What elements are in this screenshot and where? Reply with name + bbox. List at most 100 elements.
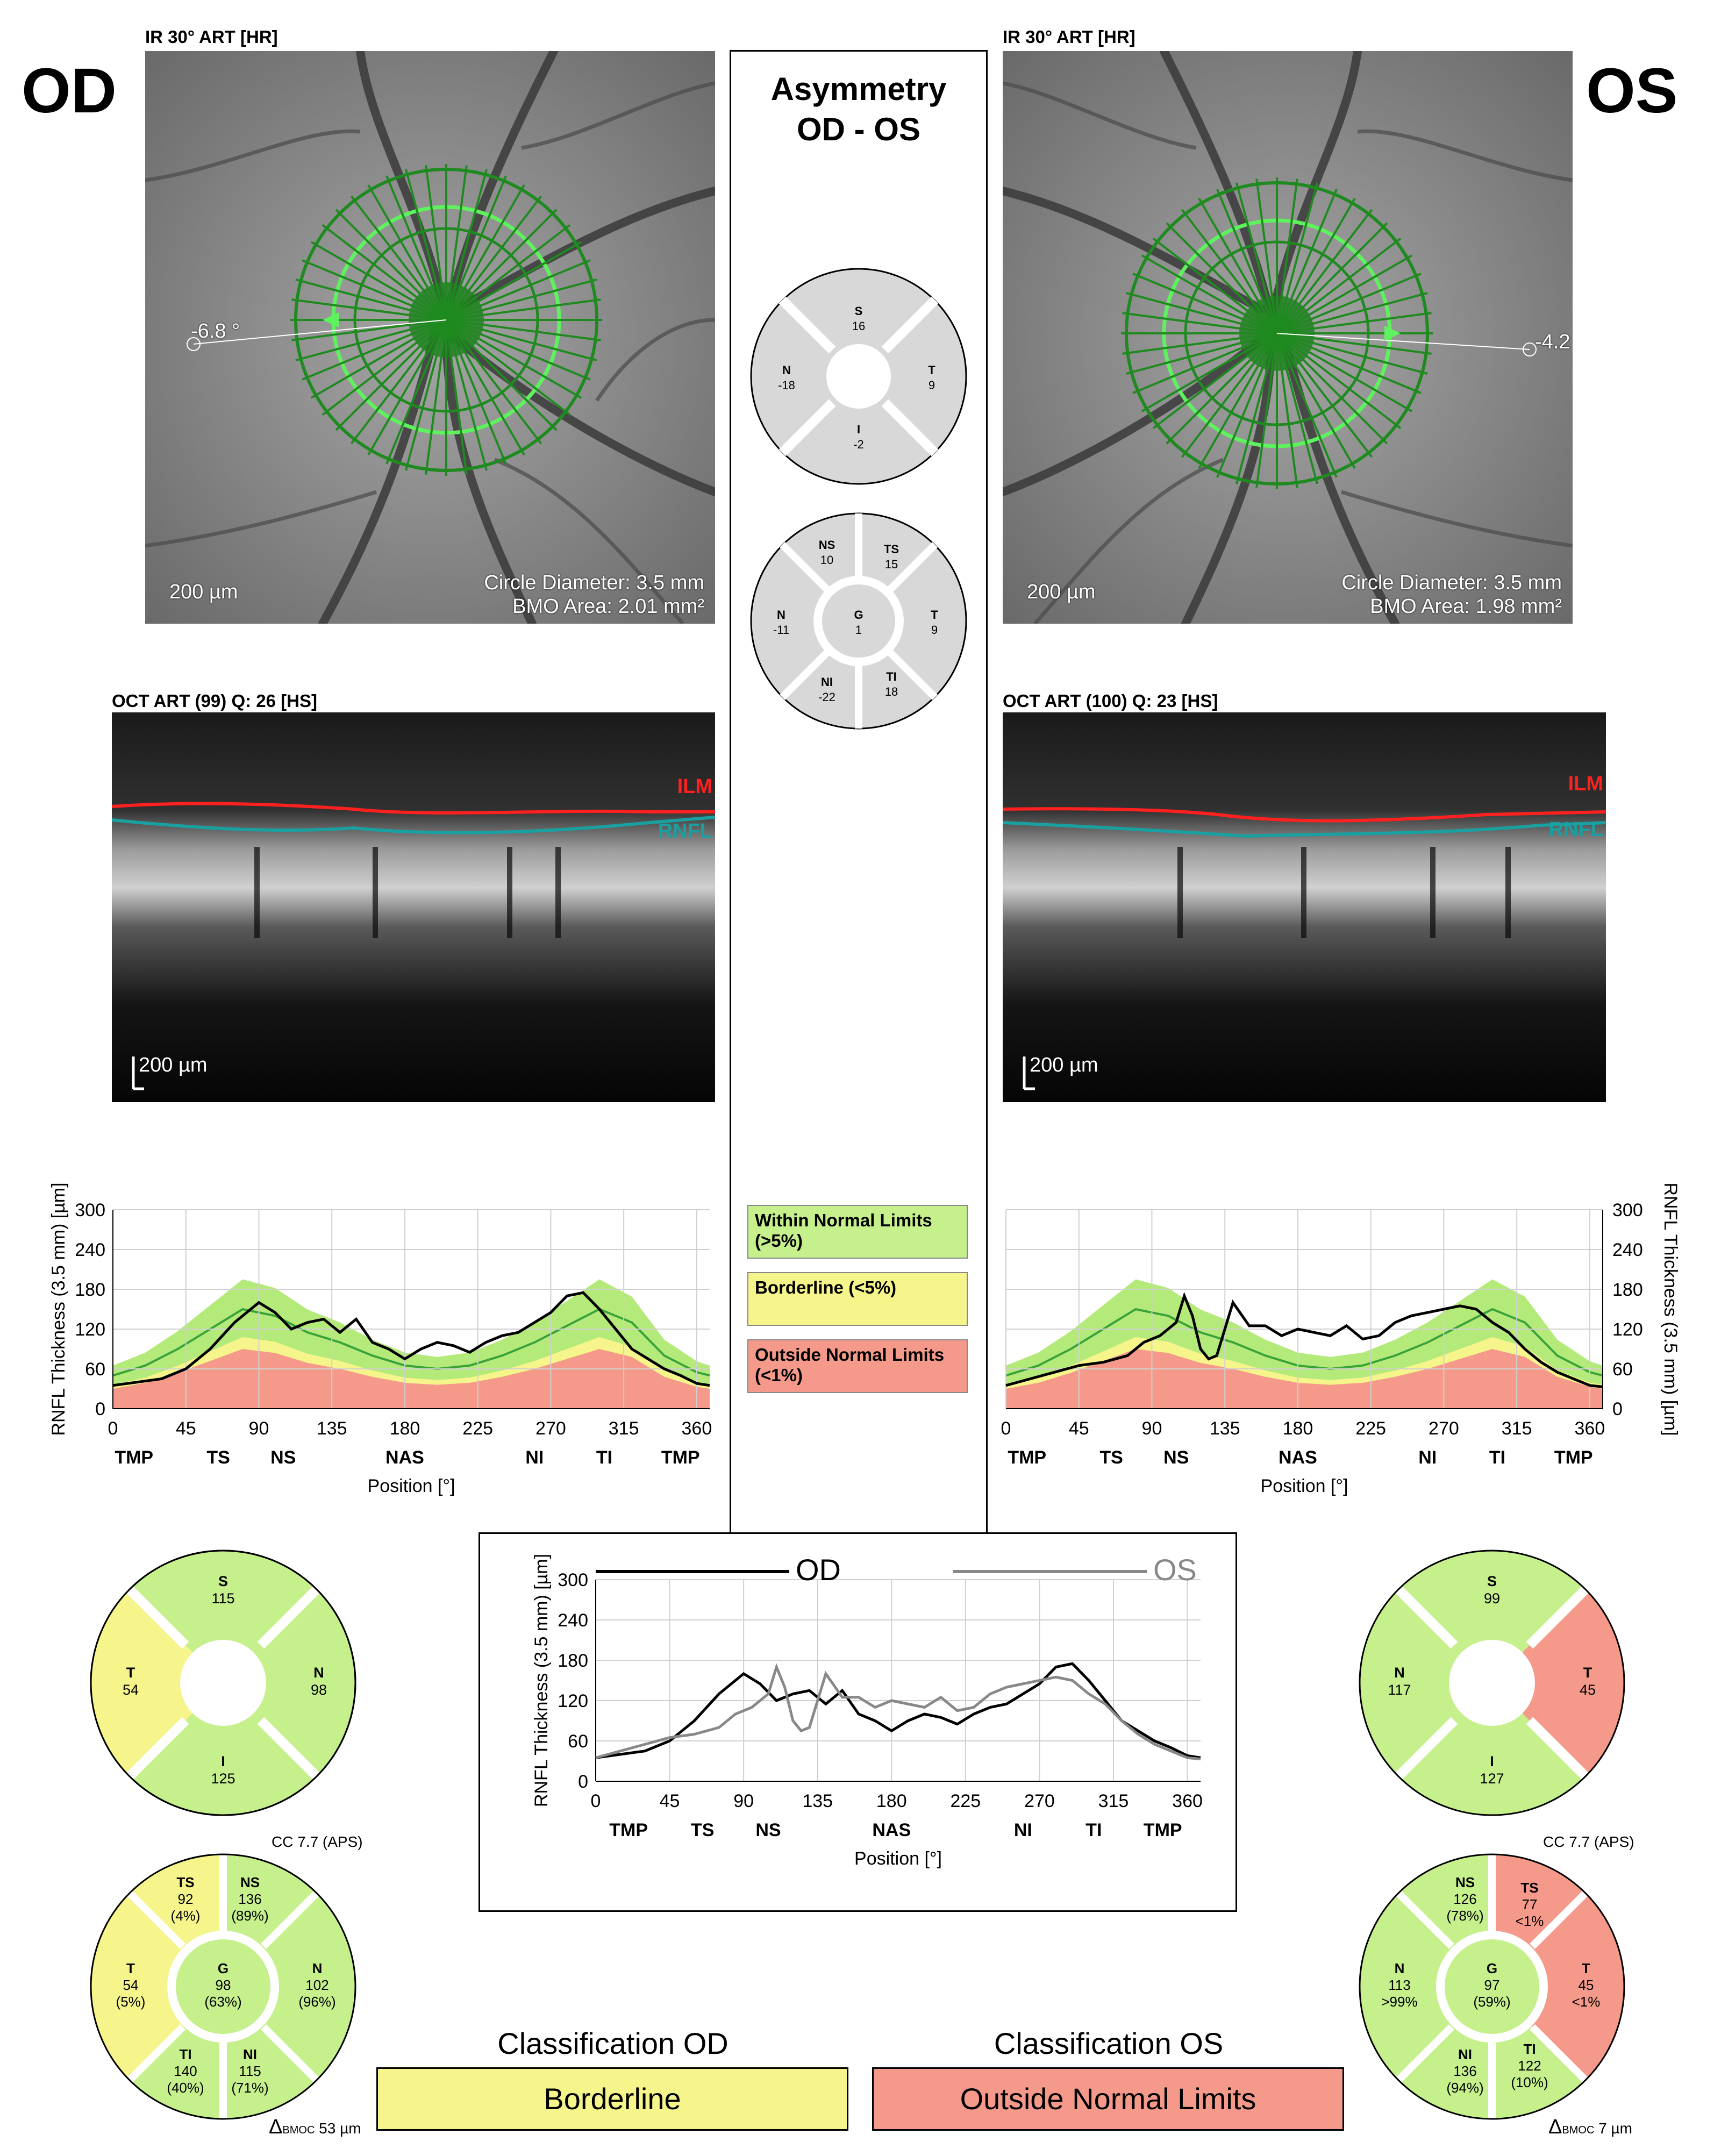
scan-radial-line xyxy=(1126,292,1277,334)
od-oct-graphic xyxy=(112,712,715,1102)
series-line-os xyxy=(595,1663,1201,1761)
od-oct-scale: 200 µm xyxy=(139,1054,208,1076)
series-line-rnfl xyxy=(1005,1291,1603,1388)
asym6-n-val: -11 xyxy=(773,623,789,637)
y-tick-label: 180 xyxy=(1612,1280,1643,1300)
asymmetry-sector6-chart[interactable]: NS 10 TS 15 N -11 G 1 T 9 NI -22 TI 18 xyxy=(749,511,968,731)
scan-radial-line xyxy=(425,319,447,475)
os-sector6-chart[interactable]: NS 126 (78%) TS 77 <1% N 113 >99% G 97 (… xyxy=(1358,1852,1626,2121)
scan-radial-line xyxy=(385,319,447,465)
scan-radial-line xyxy=(1132,273,1277,334)
x-tick-label: 270 xyxy=(1429,1418,1459,1439)
sector-label-ns: NS xyxy=(270,1447,296,1468)
scan-radial-line xyxy=(1122,332,1277,355)
scan-radial-line xyxy=(445,184,525,320)
x-axis-label: Position [°] xyxy=(854,1848,942,1869)
os-oct-scan[interactable]: ILM RNFL 200 µm xyxy=(1003,712,1606,1102)
od-sector4-chart[interactable]: S 115 T 54 N 98 I 125 xyxy=(89,1548,358,1817)
x-tick-label: 360 xyxy=(1575,1418,1605,1439)
os-s-code: S xyxy=(1487,1573,1497,1589)
asym-t-val: 9 xyxy=(929,379,935,392)
x-tick-label: 135 xyxy=(317,1418,347,1439)
od-oct-caption: OCT ART (99) Q: 26 [HS] xyxy=(112,691,317,711)
od6-t-val: 54 xyxy=(123,1977,139,1993)
scan-radial-line xyxy=(1276,182,1318,334)
scan-radial-line xyxy=(302,319,447,381)
asym6-g-val: 1 xyxy=(855,623,862,637)
scan-radial-line xyxy=(445,241,582,321)
od-oct-scan[interactable]: ILM RNFL 200 µm xyxy=(112,712,715,1102)
sector-label-ts: TS xyxy=(1099,1447,1123,1468)
od-fundus-image[interactable]: -6.8 ° 200 µm Circle Diameter: 3.5 mm BM… xyxy=(145,51,715,624)
sector-label-ni: NI xyxy=(525,1447,544,1468)
scan-radial-line xyxy=(1276,237,1402,334)
scan-radial-line xyxy=(295,319,447,361)
fovea-axis-line xyxy=(1276,333,1530,350)
od-t-code: T xyxy=(126,1665,135,1681)
y-tick-label: 120 xyxy=(75,1319,105,1340)
scan-radial-line xyxy=(1216,189,1278,334)
scan-radial-line xyxy=(1141,332,1277,412)
scan-radial-line xyxy=(1276,332,1402,430)
y-tick-label: 0 xyxy=(1612,1399,1623,1419)
os-sector4-chart[interactable]: S 99 N 117 T 45 I 127 xyxy=(1358,1548,1626,1817)
scan-radial-line xyxy=(1166,332,1278,445)
asymmetry-sector4-chart[interactable]: S 16 N -18 T 9 I -2 xyxy=(749,267,968,486)
od6-n-code: N xyxy=(312,1960,323,1976)
os-ir-caption: IR 30° ART [HR] xyxy=(1003,27,1135,47)
x-axis-label: Position [°] xyxy=(1261,1476,1348,1496)
x-tick-label: 225 xyxy=(462,1418,493,1439)
os6-ts-code: TS xyxy=(1520,1880,1538,1896)
scan-radial-line xyxy=(445,319,488,471)
scan-radial-line xyxy=(446,298,601,321)
os-i-val: 127 xyxy=(1480,1771,1504,1787)
scan-radial-line xyxy=(335,319,447,431)
os6-t-code: T xyxy=(1582,1960,1590,1976)
scan-radial-line xyxy=(310,241,447,321)
od6-ns-code: NS xyxy=(240,1874,260,1890)
scan-radial-line xyxy=(405,319,447,471)
scan-radial-line xyxy=(310,319,447,399)
x-tick-label: 315 xyxy=(1098,1791,1129,1811)
os6-ns-pct: (78%) xyxy=(1446,1908,1483,1924)
od-fundus-graphic xyxy=(145,51,715,624)
os-fundus-image[interactable]: -4.2 200 µm Circle Diameter: 3.5 mm BMO … xyxy=(1003,51,1573,624)
fovea-marker xyxy=(1523,342,1537,356)
os6-t-val: 45 xyxy=(1579,1977,1594,1993)
sector-label-ts: TS xyxy=(691,1820,714,1840)
scan-radial-line xyxy=(1276,179,1298,334)
od6-t-pct: (5%) xyxy=(116,1994,146,2010)
asym-t-code: T xyxy=(928,363,935,377)
outside-normal-band xyxy=(1006,1349,1603,1409)
scan-radial-line xyxy=(335,209,447,321)
classification-os-title: Classification OS xyxy=(994,2026,1224,2060)
od-sector6-chart[interactable]: TS 92 (4%) NS 136 (89%) T 54 (5%) G 98 (… xyxy=(89,1852,358,2121)
scan-radial-line xyxy=(1276,273,1422,334)
scan-radial-line xyxy=(445,319,558,431)
od6-ni-pct: (71%) xyxy=(231,2080,268,2096)
asym6-ti-code: TI xyxy=(886,670,897,683)
x-axis-label: Position [°] xyxy=(368,1476,455,1496)
y-tick-label: 300 xyxy=(75,1200,105,1220)
os6-n-val: 113 xyxy=(1388,1977,1410,1993)
scan-radial-line xyxy=(1276,254,1413,334)
scan-radial-line xyxy=(1276,222,1388,334)
sector-label-tmp: TMP xyxy=(661,1447,700,1468)
os6-n-pct: >99% xyxy=(1381,1994,1417,2010)
normal-mean-line xyxy=(1005,1308,1603,1377)
scan-radial-line xyxy=(1235,182,1278,334)
y-tick-label: 0 xyxy=(95,1399,105,1419)
scan-radial-line xyxy=(302,259,447,321)
scan-radial-line xyxy=(445,165,468,320)
od-ir-scale: 200 µm xyxy=(169,581,238,603)
os-oct-scale: 200 µm xyxy=(1030,1054,1098,1076)
classification-od-title: Classification OD xyxy=(497,2026,729,2060)
y-tick-label: 300 xyxy=(1612,1200,1643,1220)
od-ir-caption: IR 30° ART [HR] xyxy=(145,27,278,47)
sector-label-nas: NAS xyxy=(1279,1447,1317,1468)
x-tick-label: 135 xyxy=(802,1791,833,1811)
scan-radial-line xyxy=(1276,332,1428,375)
